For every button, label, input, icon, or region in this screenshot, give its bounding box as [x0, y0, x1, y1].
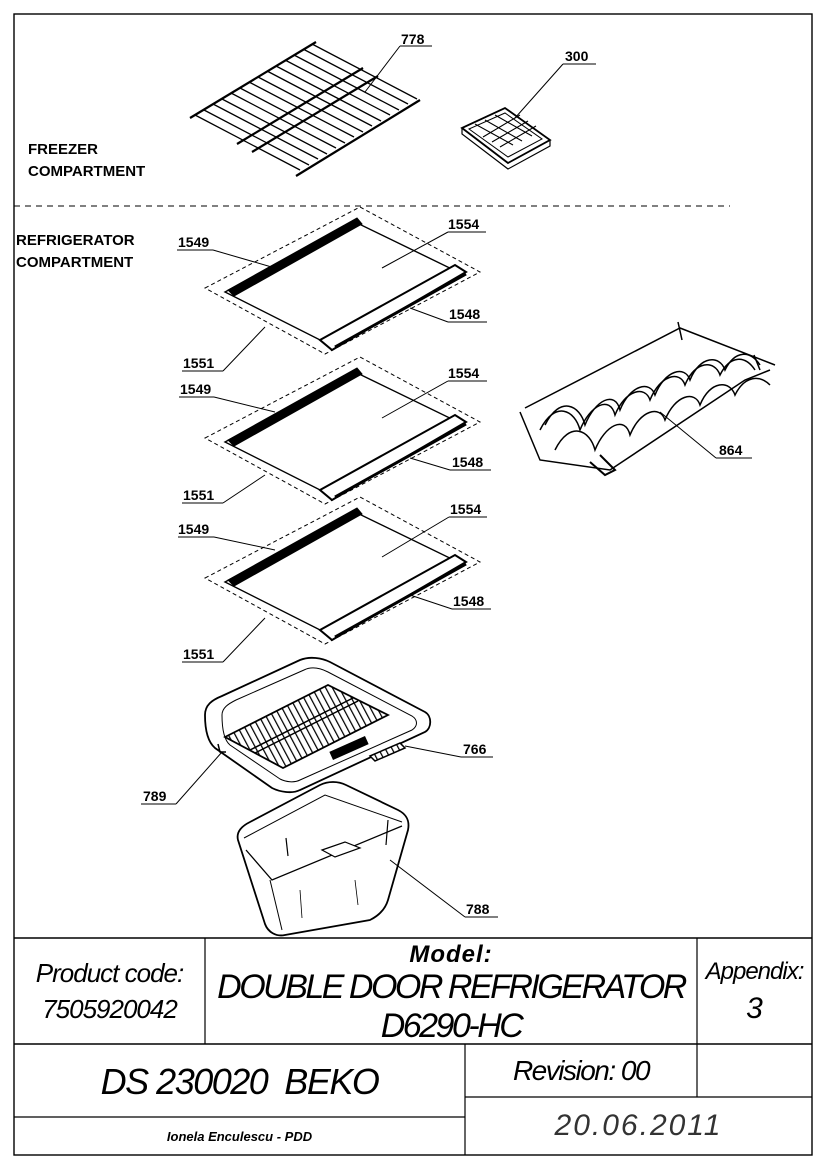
product-code-label: Product code: — [35, 958, 184, 989]
ice-tray — [460, 106, 552, 170]
label-1551: 1551 — [183, 487, 214, 503]
drawing-frame — [13, 13, 813, 1156]
author: Ionela Enculescu - PDD — [166, 1128, 313, 1144]
document-number: DS 230020 BEKO — [100, 1061, 380, 1102]
revision: Revision: 00 — [512, 1055, 651, 1086]
label-1548: 1548 — [453, 593, 484, 609]
label-1548: 1548 — [452, 454, 483, 470]
product-code-value: 7505920042 — [42, 994, 178, 1024]
label-1554: 1554 — [448, 365, 479, 381]
label-1549: 1549 — [180, 381, 211, 397]
crisper-drawer — [236, 781, 410, 937]
model-label: Model: — [409, 941, 493, 968]
label-864: 864 — [719, 442, 743, 458]
label-1554: 1554 — [448, 216, 479, 232]
label-788: 788 — [466, 901, 490, 917]
appendix-cell: Appendix: 3 — [697, 942, 812, 1042]
leader-lines — [141, 45, 752, 918]
part-labels: 778 300 1549 1554 1548 1551 1549 1554 15… — [143, 31, 743, 917]
humidity-slider — [368, 742, 407, 762]
svg-text:FREEZER: FREEZER — [28, 141, 98, 158]
label-778: 778 — [401, 31, 425, 47]
refrigerator-section-label: REFRIGERATOR COMPARTMENT — [16, 232, 135, 271]
glass-shelf-2 — [203, 356, 482, 505]
label-1549: 1549 — [178, 521, 209, 537]
label-789: 789 — [143, 788, 167, 804]
wire-shelf — [189, 41, 421, 177]
title-block-grid — [14, 937, 812, 1155]
crisper-cover — [204, 656, 432, 794]
glass-shelf-3 — [203, 496, 482, 645]
model-name: DOUBLE DOOR REFRIGERATOR D6290-HC — [217, 968, 687, 1045]
label-300: 300 — [565, 48, 589, 64]
freezer-section-label: FREEZER COMPARTMENT — [28, 141, 145, 180]
appendix-label: Appendix: — [705, 957, 805, 985]
drawing-date: 20.06.2011 — [554, 1109, 723, 1142]
wine-rack — [519, 321, 776, 477]
svg-text:REFRIGERATOR: REFRIGERATOR — [16, 232, 135, 249]
label-1548: 1548 — [449, 306, 480, 322]
svg-text:COMPARTMENT: COMPARTMENT — [28, 163, 145, 180]
appendix-value: 3 — [746, 991, 763, 1025]
label-1551: 1551 — [183, 355, 214, 371]
label-1554: 1554 — [450, 501, 481, 517]
label-1549: 1549 — [178, 234, 209, 250]
label-766: 766 — [463, 741, 487, 757]
product-code-cell: Product code: 7505920042 — [14, 942, 205, 1042]
svg-text:COMPARTMENT: COMPARTMENT — [16, 254, 133, 271]
label-1551: 1551 — [183, 646, 214, 662]
glass-shelf-1 — [203, 206, 482, 355]
